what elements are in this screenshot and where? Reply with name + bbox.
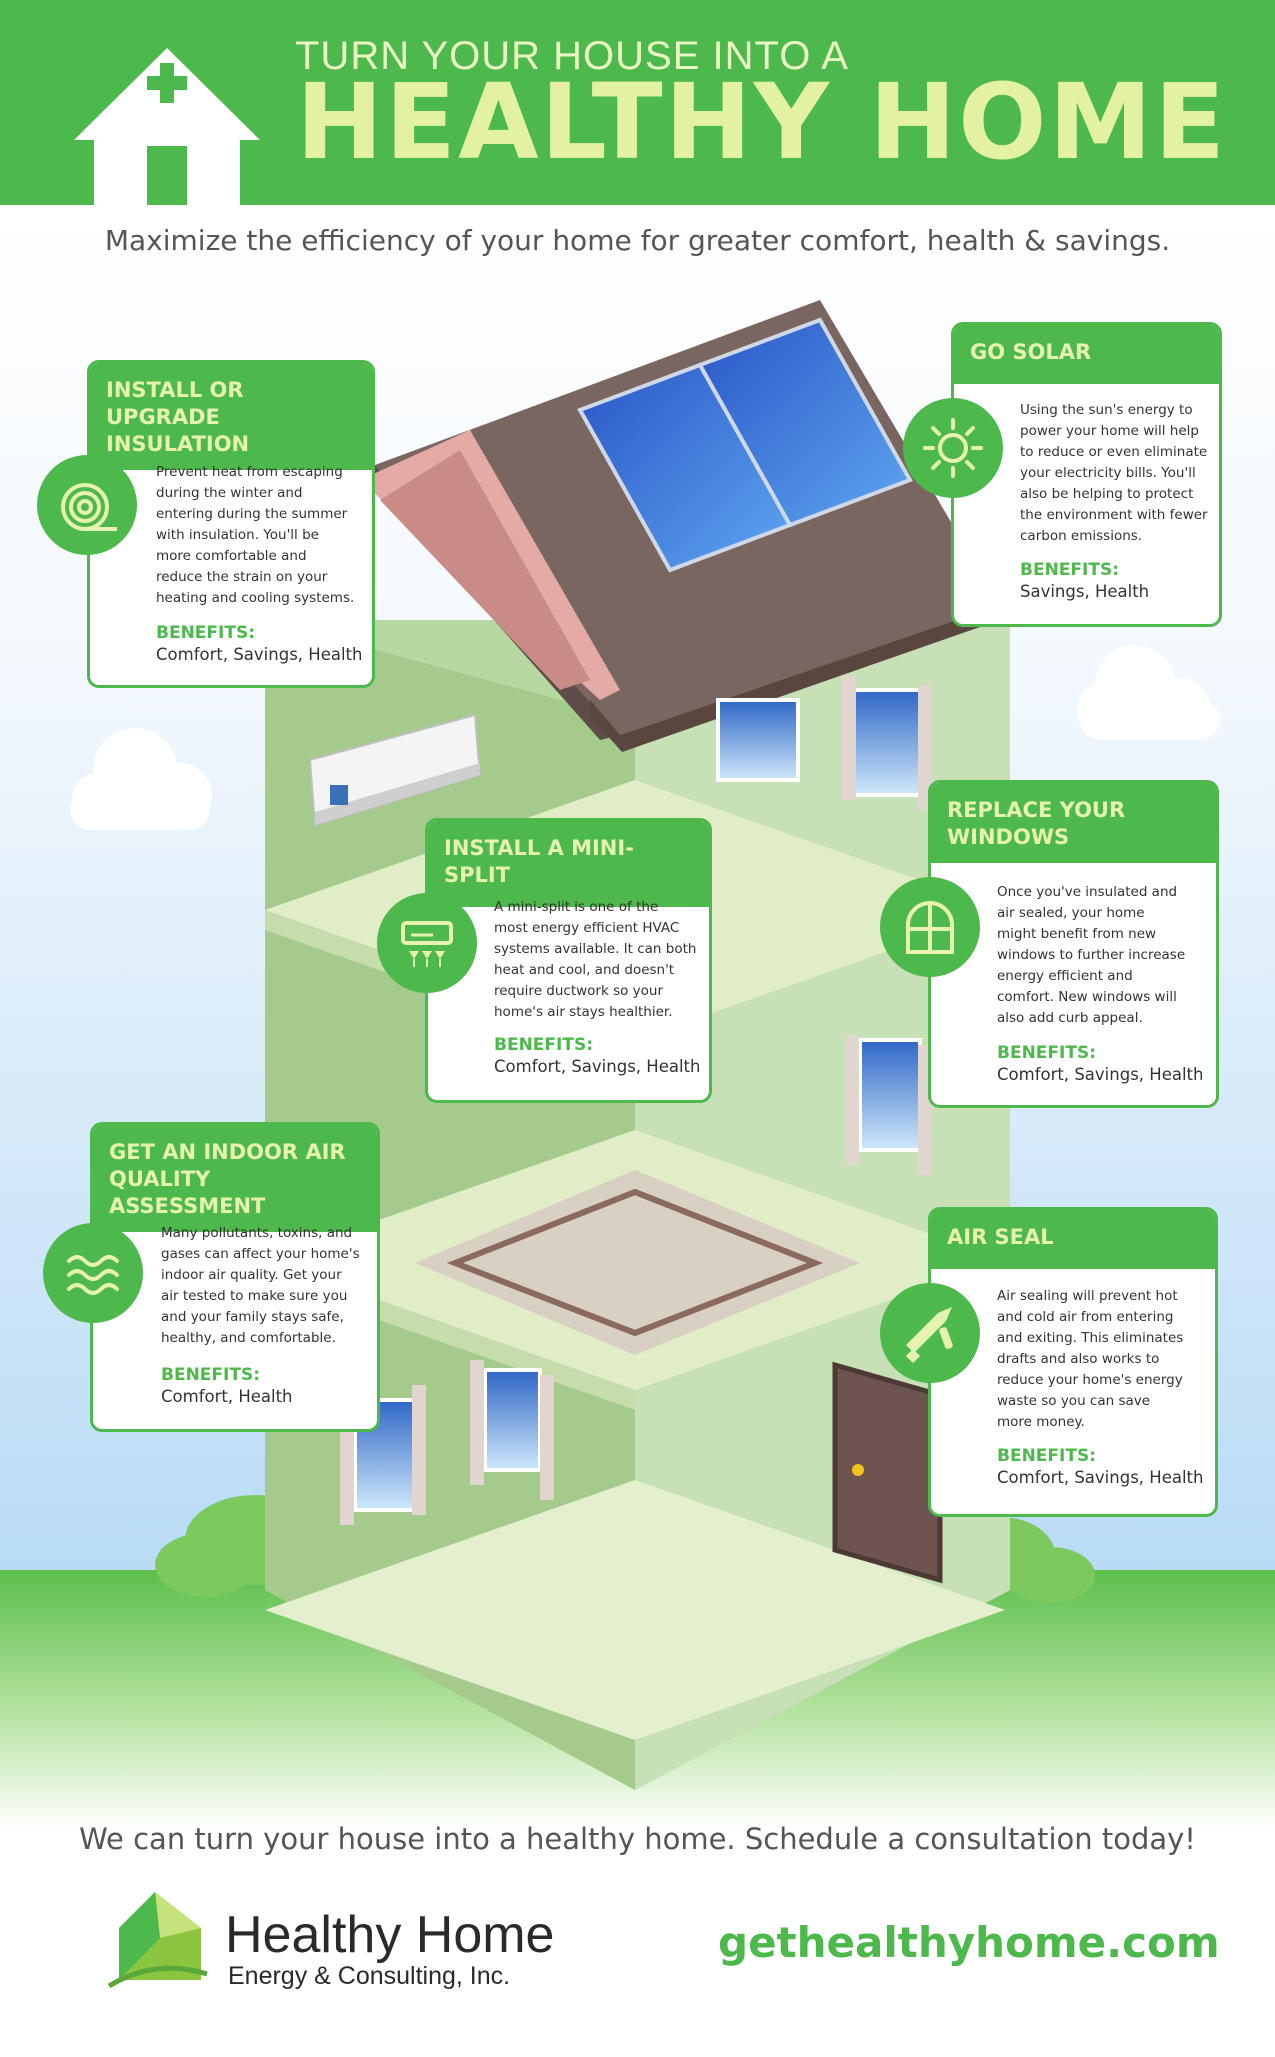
benefits-label: BENEFITS: — [1020, 560, 1119, 580]
company-subtitle: Energy & Consulting, Inc. — [228, 1962, 511, 1990]
benefits-text: Comfort, Health — [161, 1387, 293, 1406]
mini-split-icon — [377, 893, 477, 993]
air-waves-icon — [43, 1223, 143, 1323]
cloud-right — [1077, 645, 1220, 740]
cta-text: We can turn your house into a healthy ho… — [79, 1822, 1196, 1856]
header-supertitle: TURN YOUR HOUSE INTO A — [295, 34, 849, 78]
card-title: GET AN INDOOR AIR QUALITY ASSESSMENT — [93, 1125, 377, 1232]
insulation-roll-icon — [37, 455, 137, 555]
card-title: INSTALL OR UPGRADE INSULATION — [90, 363, 372, 470]
house-plus-icon — [74, 48, 260, 205]
window-upper — [716, 675, 932, 810]
benefits-text: Comfort, Savings, Health — [156, 645, 363, 664]
door — [832, 1361, 943, 1584]
benefits-label: BENEFITS: — [997, 1043, 1096, 1063]
card-windows: REPLACE YOUR WINDOWS Once you've insulat… — [928, 780, 1219, 1108]
window-mid — [845, 1035, 932, 1175]
benefits-label: BENEFITS: — [161, 1365, 260, 1385]
benefits-text: Savings, Health — [1020, 582, 1150, 601]
cloud-left — [70, 728, 212, 830]
benefits-text: Comfort, Savings, Health — [997, 1468, 1204, 1487]
benefits-label: BENEFITS: — [997, 1446, 1096, 1466]
card-title: REPLACE YOUR WINDOWS — [931, 783, 1216, 863]
card-title: AIR SEAL — [931, 1210, 1215, 1269]
leaf-house-logo-icon — [107, 1892, 208, 1988]
caulk-gun-icon — [880, 1283, 980, 1383]
card-airquality: GET AN INDOOR AIR QUALITY ASSESSMENT Man… — [90, 1122, 380, 1432]
card-title: GO SOLAR — [954, 325, 1219, 384]
benefits-label: BENEFITS: — [156, 623, 255, 643]
website-link[interactable]: gethealthyhome.com — [718, 1918, 1220, 1967]
header-banner: TURN YOUR HOUSE INTO A HEALTHY HOME — [0, 0, 1275, 205]
mini-split-unit — [308, 713, 482, 827]
company-name: Healthy Home — [225, 1906, 555, 1964]
card-insulation: INSTALL OR UPGRADE INSULATION Prevent he… — [87, 360, 375, 688]
card-title: INSTALL A MINI-SPLIT — [428, 821, 709, 907]
benefits-label: BENEFITS: — [494, 1035, 593, 1055]
header-title: HEALTHY HOME — [296, 61, 1228, 183]
benefits-text: Comfort, Savings, Health — [494, 1057, 701, 1076]
page-subtitle: Maximize the efficiency of your home for… — [104, 224, 1171, 257]
benefits-text: Comfort, Savings, Health — [997, 1065, 1204, 1084]
window-icon — [880, 877, 980, 977]
sun-icon — [903, 398, 1003, 498]
